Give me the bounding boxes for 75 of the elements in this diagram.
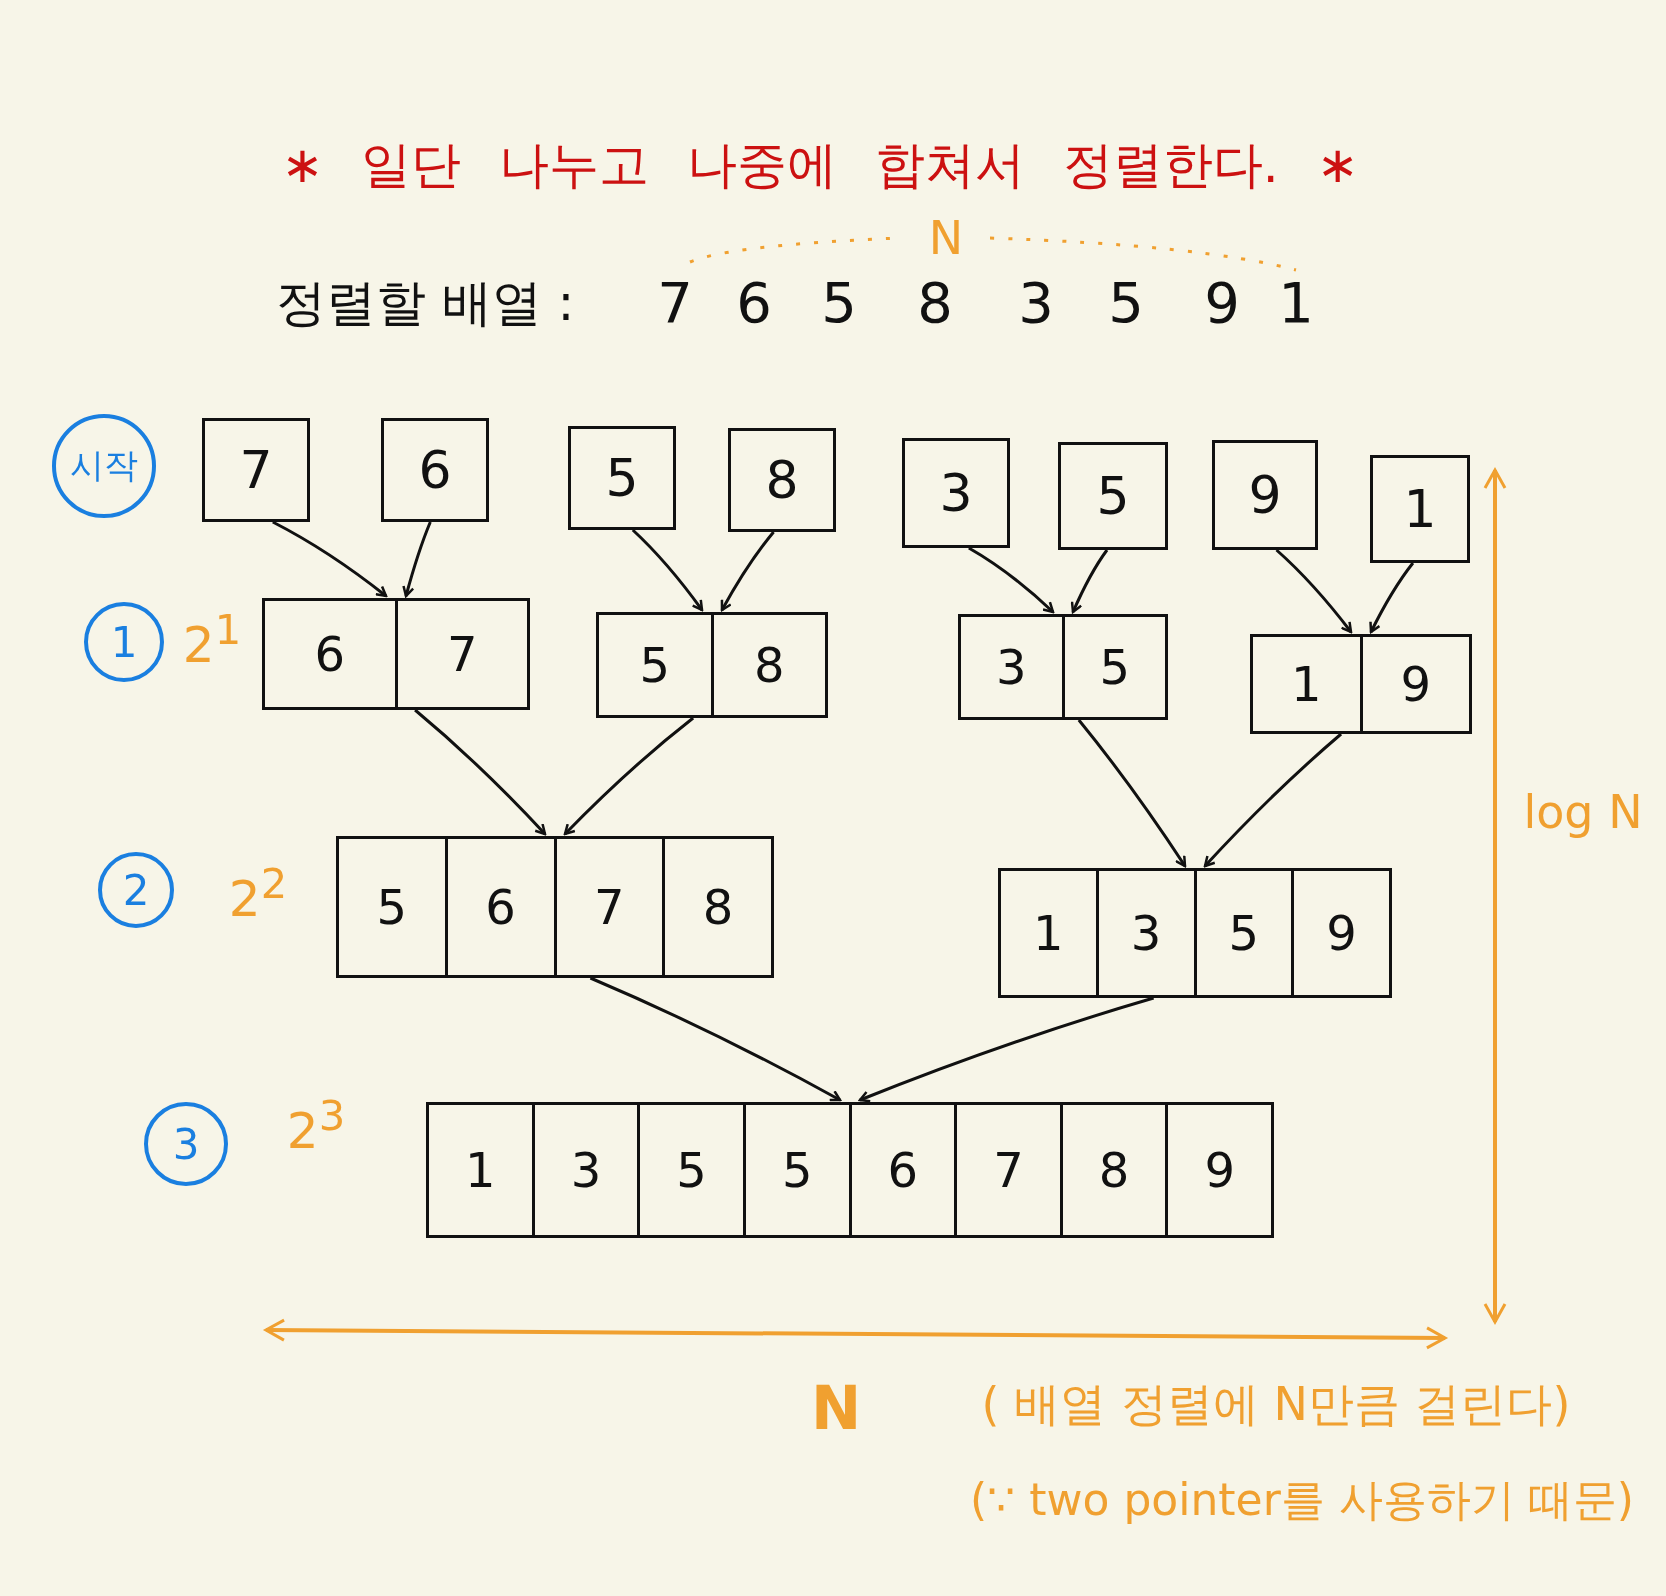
array-cell-text: 1 xyxy=(1032,904,1065,963)
array-caption: 정렬할 배열 : xyxy=(275,275,575,331)
complexity-label: N xyxy=(810,1375,862,1441)
array-cell: 3 xyxy=(531,1105,638,1235)
arrow xyxy=(1275,548,1353,634)
number-box: 9 xyxy=(1212,440,1318,550)
arrow xyxy=(1369,562,1415,634)
array-cell: 5 xyxy=(1193,871,1292,995)
array-box xyxy=(1250,634,1472,734)
array-cell: 9 xyxy=(1359,637,1469,731)
array-number: 6 xyxy=(736,272,772,334)
dimension-label: N xyxy=(928,212,964,264)
note: ( 배열 정렬에 N만큼 걸린다) xyxy=(981,1378,1571,1430)
arrow xyxy=(1077,719,1187,868)
array-cell: 7 xyxy=(954,1105,1060,1235)
step-circle: 시작 xyxy=(52,414,156,518)
number-box: 1 xyxy=(1370,455,1470,563)
arrow xyxy=(589,976,842,1102)
exponent-label: 2$^{1}$ xyxy=(182,607,242,673)
array-number: 9 xyxy=(1204,272,1240,334)
dimension-label: log N xyxy=(1523,786,1643,838)
array-box xyxy=(426,1102,1274,1238)
array-cell: 3 xyxy=(1095,871,1194,995)
array-cell-text: 3 xyxy=(994,638,1028,697)
array-number: 5 xyxy=(1108,272,1144,334)
array-box xyxy=(958,614,1168,720)
exponent-label: 2$^{2}$ xyxy=(228,861,288,927)
array-box xyxy=(262,598,530,710)
array-box xyxy=(998,868,1392,998)
array-box xyxy=(336,836,774,978)
arrow xyxy=(272,520,388,598)
array-number: 1 xyxy=(1278,272,1314,334)
array-box xyxy=(596,612,828,718)
number-box: 8 xyxy=(728,428,836,532)
arrow xyxy=(402,521,432,598)
number-box: 3 xyxy=(902,438,1010,548)
arrow xyxy=(720,531,775,612)
array-number: 3 xyxy=(1018,272,1054,334)
number-box: 5 xyxy=(568,426,676,530)
array-cell: 6 xyxy=(848,1105,955,1235)
arrow xyxy=(414,708,547,836)
arrow xyxy=(1070,549,1109,614)
exponent-label: 2$^{3}$ xyxy=(286,1093,346,1159)
array-number: 7 xyxy=(657,272,693,334)
note: (∵ two pointer를 사용하기 때문) xyxy=(970,1475,1634,1525)
array-cell: 7 xyxy=(553,839,663,975)
array-cell: 5 xyxy=(742,1105,849,1235)
number-box: 6 xyxy=(381,418,489,522)
array-number: 8 xyxy=(917,272,953,334)
arrow xyxy=(1203,732,1343,868)
arrow xyxy=(858,996,1155,1103)
array-cell: 9 xyxy=(1291,871,1389,995)
array-cell: 7 xyxy=(394,601,527,707)
array-cell-text: 1 xyxy=(1289,655,1323,714)
number-box: 5 xyxy=(1058,442,1168,550)
array-cell: 6 xyxy=(444,839,554,975)
step-circle: 2 xyxy=(98,852,174,928)
array-cell: 8 xyxy=(710,615,825,715)
arrow xyxy=(968,546,1055,614)
array-cell: 8 xyxy=(1059,1105,1166,1235)
array-cell: 5 xyxy=(1061,617,1165,717)
array-number: 5 xyxy=(821,272,857,334)
arrow xyxy=(631,528,704,612)
title: ∗ 일단 나누고 나중에 합쳐서 정렬한다. ∗ xyxy=(281,137,1359,193)
step-circle: 1 xyxy=(84,602,164,682)
array-cell: 5 xyxy=(637,1105,743,1235)
array-cell: 9 xyxy=(1165,1105,1271,1235)
array-cell-text: 5 xyxy=(375,878,409,937)
number-box: 7 xyxy=(202,418,310,522)
array-cell-text: 5 xyxy=(638,636,671,695)
array-cell-text: 6 xyxy=(313,625,346,684)
arrow xyxy=(563,716,695,836)
array-cell-text: 1 xyxy=(464,1141,497,1200)
step-circle: 3 xyxy=(144,1102,228,1186)
array-cell: 8 xyxy=(662,839,771,975)
